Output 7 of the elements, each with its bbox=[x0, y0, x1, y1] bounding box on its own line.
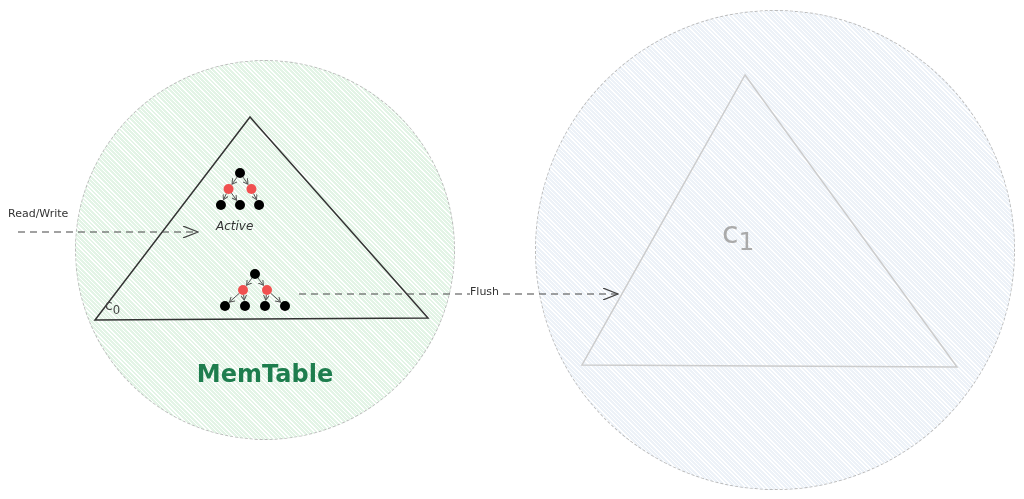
edge-label: Flush bbox=[470, 285, 500, 298]
edge-label: Read/Write bbox=[8, 207, 69, 220]
tree-caption: Active bbox=[216, 219, 254, 233]
dashed-arrow bbox=[17, 225, 199, 239]
triangle-label: c$_{1}$ bbox=[722, 215, 755, 256]
dashed-arrow bbox=[298, 287, 619, 301]
region-title: MemTable bbox=[195, 360, 335, 388]
